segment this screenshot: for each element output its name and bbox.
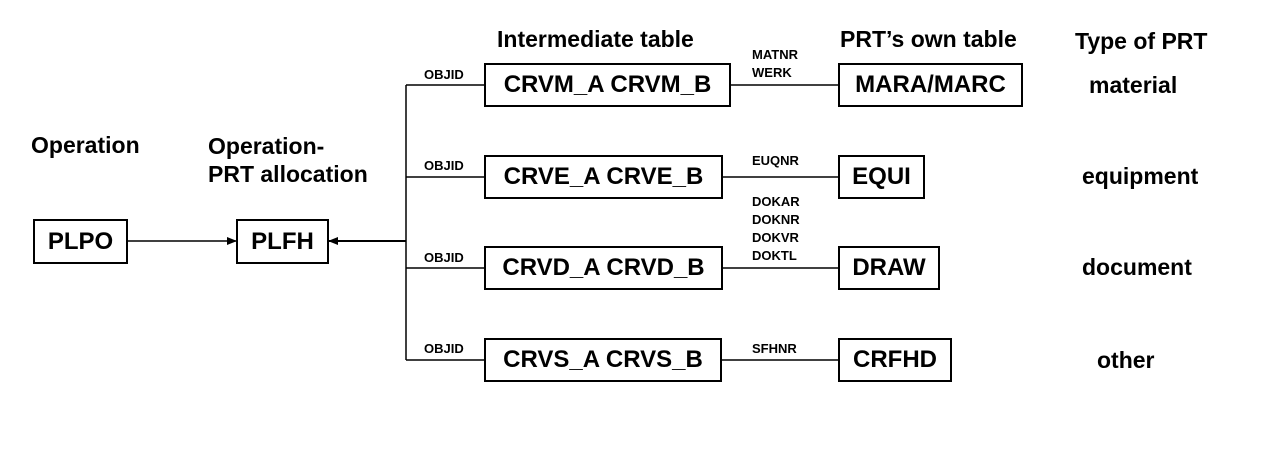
join-key-label-1a: MATNR — [752, 47, 798, 62]
objid-label-2: OBJID — [424, 158, 464, 173]
join-key-label-2a: EUQNR — [752, 153, 799, 168]
header-intermediate-table: Intermediate table — [497, 26, 694, 52]
header-allocation-line2: PRT allocation — [208, 161, 368, 187]
join-key-label-1b: WERK — [752, 65, 792, 80]
join-key-label-4a: SFHNR — [752, 341, 797, 356]
prt-type-label-4: other — [1097, 347, 1155, 373]
plpo-table-box: PLPO — [33, 219, 128, 264]
intermediate-table-box-4: CRVS_A CRVS_B — [484, 338, 722, 382]
plfh-table-box: PLFH — [236, 219, 329, 264]
header-type-of-prt: Type of PRT — [1075, 28, 1208, 54]
objid-label-1: OBJID — [424, 67, 464, 82]
own-table-box-3: DRAW — [838, 246, 940, 290]
header-prt-own-table: PRT’s own table — [840, 26, 1017, 52]
prt-type-label-3: document — [1082, 254, 1192, 280]
header-operation: Operation — [31, 132, 140, 158]
objid-label-3: OBJID — [424, 250, 464, 265]
header-allocation-line1: Operation- — [208, 133, 325, 159]
intermediate-table-box-2: CRVE_A CRVE_B — [484, 155, 723, 199]
own-table-box-1: MARA/MARC — [838, 63, 1023, 107]
join-key-label-3b: DOKNR — [752, 212, 800, 227]
intermediate-table-box-3: CRVD_A CRVD_B — [484, 246, 723, 290]
prt-type-label-1: material — [1089, 72, 1178, 98]
own-table-box-4: CRFHD — [838, 338, 952, 382]
join-key-label-3c: DOKVR — [752, 230, 799, 245]
join-key-label-3d: DOKTL — [752, 248, 797, 263]
join-key-label-3a: DOKAR — [752, 194, 800, 209]
objid-label-4: OBJID — [424, 341, 464, 356]
own-table-box-2: EQUI — [838, 155, 925, 199]
prt-type-label-2: equipment — [1082, 163, 1199, 189]
intermediate-table-box-1: CRVM_A CRVM_B — [484, 63, 731, 107]
